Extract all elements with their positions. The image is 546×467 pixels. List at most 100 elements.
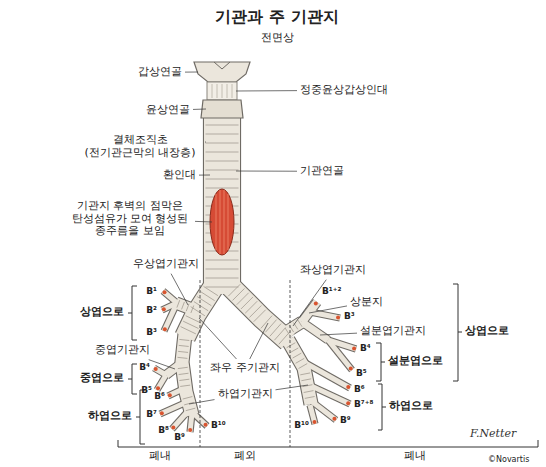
leader-line (171, 274, 188, 305)
segment-number: B⁷ (146, 409, 157, 419)
segment-number: B³ (146, 327, 157, 337)
bracket (128, 364, 137, 394)
bracket-label: 중엽으로 (80, 372, 124, 385)
cartilage-ring (298, 320, 302, 327)
leader-line (193, 109, 206, 110)
bronchus (164, 303, 177, 331)
cartilage-ring (204, 286, 218, 295)
bronchus-outline (172, 410, 189, 429)
cricothyroid-ligament (207, 82, 237, 100)
cartilage-ring (206, 269, 239, 270)
subtitle: 전면상 (261, 32, 294, 45)
bronchus (163, 291, 177, 303)
segment-tip (188, 428, 192, 432)
bronchus-outline (230, 286, 288, 341)
bracket-label: 상엽으로 (465, 325, 509, 338)
segment-number: B⁹ (174, 432, 185, 442)
leader-line (195, 221, 212, 223)
cartilage-ring (183, 397, 193, 400)
bronchus-outline (157, 375, 166, 390)
cartilage-ring (206, 170, 239, 171)
segment-number: B⁶ (354, 384, 365, 394)
cricoid-cartilage (201, 100, 243, 118)
bronchus (302, 322, 328, 340)
segment-number: B¹⁺² (322, 286, 342, 296)
leader-line (320, 333, 357, 335)
title: 기관과 주 기관지 (215, 8, 338, 26)
cartilage-ring (180, 385, 190, 386)
segment-tip (204, 423, 208, 427)
bronchus-outline (302, 322, 328, 340)
region-label: 폐내 (149, 450, 171, 463)
bracket-label: 하엽으로 (389, 400, 433, 413)
longitudinal-folds (216, 190, 228, 254)
cartilage-ring (206, 188, 239, 189)
leader-lines (149, 72, 357, 404)
region-label: 폐외 (234, 450, 256, 463)
cartilage-ring (200, 291, 214, 300)
part-label: 갑상연골 (138, 66, 182, 79)
segment-tip (171, 426, 175, 430)
bronchus (157, 375, 166, 390)
bracket (128, 286, 137, 340)
segment-tip (314, 302, 318, 306)
segment-number: B¹⁰ (294, 420, 309, 430)
segment-tip (312, 420, 316, 424)
cartilage-ring (186, 408, 196, 411)
bracket (136, 390, 145, 444)
bronchus (172, 410, 189, 429)
leader-line (185, 72, 198, 73)
leader-line (199, 318, 236, 359)
cartilage-ring (294, 323, 298, 330)
ligament-fibres (212, 84, 232, 98)
cartilage-ring (181, 327, 196, 334)
part-label: 우상엽기관지 (133, 258, 199, 271)
bronchus (204, 116, 240, 294)
cartilage-ring (206, 125, 239, 126)
signature: F.Netter (470, 428, 516, 441)
cartilage-ring (179, 379, 189, 380)
cartilage-ring (300, 373, 310, 375)
part-label: 정중윤상갑상인대 (300, 84, 388, 97)
leader-line (205, 142, 206, 143)
copyright: ©Novartis (488, 455, 529, 464)
bronchus-outline (203, 116, 241, 294)
cartilage-ring (179, 339, 189, 340)
cartilage-ring (285, 328, 289, 335)
cartilage-ring (183, 321, 198, 328)
cartilage-ring (304, 391, 314, 393)
cartilage-ring (299, 364, 308, 369)
cartilage-ring (179, 345, 189, 346)
segment-tip (332, 417, 336, 421)
cartilage-ring (206, 278, 239, 279)
leader-line (199, 175, 210, 176)
segment-tip (163, 327, 167, 331)
segment-number: B⁵ (356, 368, 367, 378)
bracket-label: 하엽으로 (88, 410, 132, 423)
part-label: 결체조직초 (전기관근막의 내장층) (78, 134, 202, 159)
part-label: 하엽기관지 (218, 388, 273, 401)
cartilage-ring (206, 260, 239, 261)
part-label: 환인대 (163, 169, 196, 182)
cartilage-ring (305, 396, 315, 398)
cartilage-ring (178, 367, 188, 368)
part-label: 설분엽기관지 (360, 325, 426, 338)
segment-number: B⁷⁺⁸ (354, 399, 374, 409)
bronchus (328, 340, 352, 370)
cartilage-ring (197, 297, 211, 306)
part-label: 좌상엽기관지 (300, 264, 366, 277)
segment-tips (154, 290, 356, 432)
part-label: 상분지 (350, 296, 383, 309)
segment-tip (352, 346, 356, 350)
bracket (453, 284, 462, 381)
cartilage-ring (206, 179, 239, 180)
segment-tip (156, 386, 160, 390)
leader-line (149, 360, 175, 369)
dimension-divider (200, 280, 290, 447)
bronchus-outline (193, 413, 207, 426)
bronchus (288, 340, 311, 404)
segment-number: B⁶ (154, 391, 165, 401)
bracket-label: 설분엽으로 (388, 355, 443, 368)
bracket-label: 상엽으로 (80, 306, 124, 319)
